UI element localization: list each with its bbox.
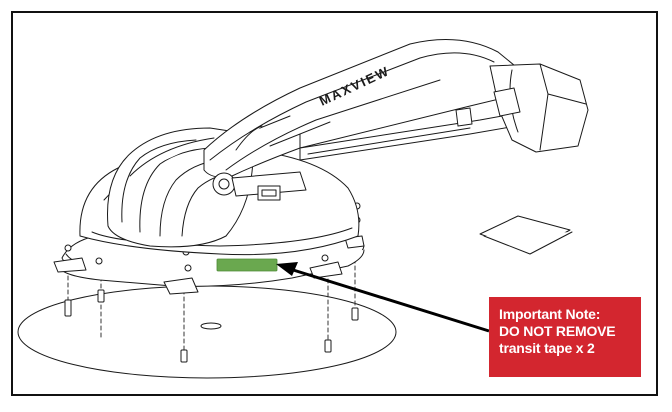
note-line-2: DO NOT REMOVE <box>499 323 616 339</box>
spare-tape-square <box>479 215 573 255</box>
arm-pivot <box>212 171 307 201</box>
important-note: Important Note: DO NOT REMOVE transit ta… <box>489 297 641 377</box>
transit-tape <box>216 258 278 272</box>
callout-arrow <box>276 262 490 333</box>
note-line-3: transit tape x 2 <box>499 340 595 356</box>
mounting-bolts <box>64 289 359 363</box>
note-box <box>489 297 641 377</box>
base-plate <box>17 285 397 379</box>
lnb-head <box>455 63 589 153</box>
front-cowl <box>107 127 254 248</box>
note-line-1: Important Note: <box>499 306 601 322</box>
antenna-arm <box>203 39 529 178</box>
